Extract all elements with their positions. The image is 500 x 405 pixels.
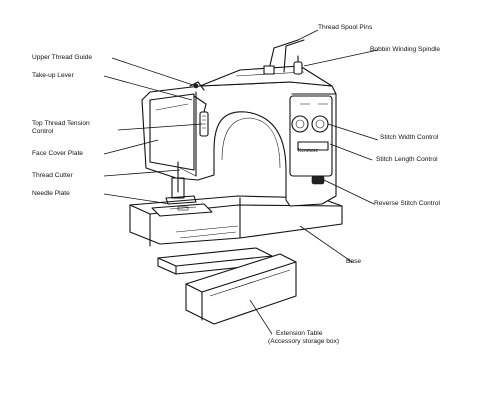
machine-badge: Kenmore [298,148,319,154]
label-reverse-stitch-control: Reverse Stitch Control [374,200,440,207]
reverse-stitch-button [311,175,325,185]
face-cover-plate [149,93,195,171]
label-base: Base [346,258,362,265]
machine-body [141,81,337,207]
label-bobbin-winding-spindle: Bobbin Winding Spindle [370,46,441,53]
label-face-cover-plate: Face Cover Plate [32,150,83,157]
label-needle-plate: Needle Plate [32,190,70,197]
extension-table-box [185,253,297,325]
stitch-width-dial [291,115,309,133]
label-extension-table-sub: (Accessory storage box) [268,338,340,345]
label-stitch-width-control: Stitch Width Control [380,134,439,141]
label-thread-spool-pins: Thread Spool Pins [318,24,373,31]
label-thread-cutter: Thread Cutter [32,172,73,179]
label-upper-thread-guide: Upper Thread Guide [32,54,92,61]
stitch-length-dial [311,115,329,133]
label-extension-table: Extension Table [276,330,323,337]
thread-spool-pin-1 [267,39,299,75]
bobbin-winding-spindle [293,61,303,75]
label-stitch-length-control: Stitch Length Control [376,156,438,163]
control-panel [289,95,333,177]
thread-spool-pin-2 [283,39,305,73]
label-take-up-lever: Take-up Lever [32,72,74,79]
label-top-thread-tension-control: Top Thread Tension Control [32,120,90,135]
